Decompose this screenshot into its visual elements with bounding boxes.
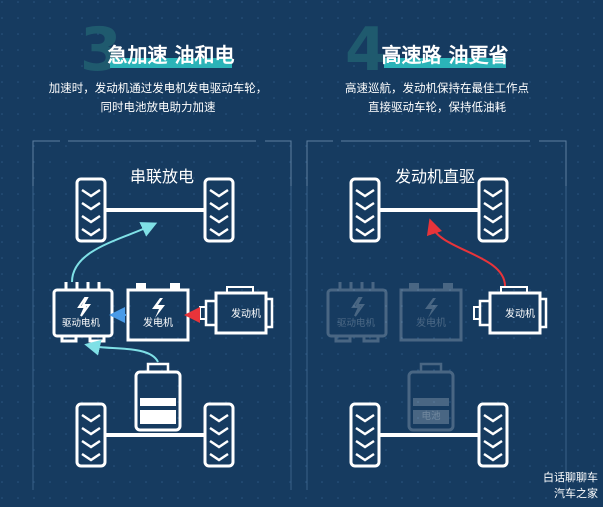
generator-label-faded: 发电机 [416, 316, 446, 329]
battery-level [140, 410, 176, 424]
tread-icon [81, 413, 101, 423]
engine-cap [266, 297, 274, 329]
battery-label: 电池 [148, 410, 168, 422]
terminal [409, 283, 419, 290]
engine-top [500, 286, 528, 294]
engine-icon [473, 286, 548, 335]
tread-icon [209, 227, 229, 237]
tread-icon [209, 413, 229, 423]
panel-frame-sides [306, 186, 567, 490]
tread-icon [81, 201, 101, 211]
battery-level [413, 410, 449, 424]
title-underline [384, 58, 506, 68]
engine-label: 发动机 [505, 307, 535, 320]
panel-frame [306, 140, 567, 186]
desc-line-2: 同时电池放电助力加速 [101, 100, 216, 114]
battery-icon [407, 362, 455, 432]
tread-icon [355, 188, 375, 198]
tread-icon [355, 201, 375, 211]
engine-label: 发动机 [231, 307, 261, 320]
section-title: 高速路 油更省 [382, 43, 509, 67]
tread-icon [209, 452, 229, 462]
wheel [203, 177, 235, 243]
tread-icon [209, 201, 229, 211]
tread-icon [81, 439, 101, 449]
section-number: 4 [345, 15, 387, 85]
wheel [477, 177, 509, 243]
flow-arrow-battery-to-motor [84, 339, 159, 363]
terminal [136, 283, 146, 290]
generator-body [399, 288, 463, 342]
wheel [477, 402, 509, 468]
tread-icon [483, 426, 503, 436]
engine-top [226, 286, 254, 294]
tread-icon [483, 227, 503, 237]
flow-arrow-motor-to-wheels [71, 222, 158, 283]
drive-motor-icon [326, 282, 388, 343]
tread-icon [483, 413, 503, 423]
wheel [75, 402, 107, 468]
drive-motor-label: 驱动电机 [62, 317, 101, 329]
wheel [75, 177, 107, 243]
tread-icon [355, 452, 375, 462]
tread-icon [355, 426, 375, 436]
tread-icon [81, 214, 101, 224]
drive-motor-label-faded: 驱动电机 [337, 317, 376, 329]
tread-icon [355, 214, 375, 224]
engine-icon [199, 286, 274, 335]
panel-frame-sides [32, 186, 292, 490]
wheel [203, 402, 235, 468]
wheel [349, 402, 381, 468]
terminal [443, 283, 453, 290]
tread-icon [483, 214, 503, 224]
tread-icon [483, 188, 503, 198]
tread-icon [483, 439, 503, 449]
wheel [349, 177, 381, 243]
tread-icon [483, 452, 503, 462]
battery-level [140, 398, 176, 406]
lightning-icon [351, 297, 365, 317]
section-title: 急加速 油和电 [108, 43, 235, 67]
flow-arrow-engine-to-wheels [426, 218, 506, 287]
battery-icon [134, 362, 182, 432]
tread-icon [81, 227, 101, 237]
section-3: 3 急加速 油和电 加速时，发动机通过发电机发电驱动车轮， 同时电池放电助力加速… [32, 15, 292, 490]
desc-line-1: 高速巡航，发动机保持在最佳工作点 [345, 81, 529, 95]
lightning-icon [152, 298, 165, 318]
tread-icon [209, 426, 229, 436]
section-number: 3 [80, 15, 122, 85]
battery-level [413, 398, 449, 406]
engine-cap [540, 297, 548, 329]
tread-icon [355, 439, 375, 449]
motor-foot [334, 336, 380, 343]
tread-icon [209, 439, 229, 449]
battery-body [134, 370, 182, 432]
desc-line-1: 加速时，发动机通过发电机发电驱动车轮， [49, 81, 268, 95]
mode-label: 串联放电 [130, 167, 194, 186]
lightning-icon [77, 297, 91, 317]
motor-body [326, 288, 388, 338]
tread-icon [81, 452, 101, 462]
tread-icon [209, 214, 229, 224]
watermark-line-2: 汽车之家 [554, 486, 598, 500]
tread-icon [355, 227, 375, 237]
section-4: 4 高速路 油更省 高速巡航，发动机保持在最佳工作点 直接驱动车轮，保持低油耗 … [306, 15, 567, 490]
terminal [170, 283, 180, 290]
panel-frame [32, 140, 292, 186]
battery-body [407, 370, 455, 432]
tread-icon [81, 426, 101, 436]
generator-icon [399, 283, 463, 342]
battery-label-faded: 电池 [421, 410, 441, 422]
tread-icon [355, 413, 375, 423]
battery-cap [419, 362, 443, 374]
title-underline [110, 58, 232, 68]
lightning-icon [425, 298, 438, 318]
desc-line-2: 直接驱动车轮，保持低油耗 [368, 100, 506, 114]
generator-label: 发电机 [143, 316, 173, 329]
tread-icon [209, 188, 229, 198]
tread-icon [483, 201, 503, 211]
tread-icon [81, 188, 101, 198]
watermark-line-1: 白话聊聊车 [543, 470, 598, 484]
mode-label: 发动机直驱 [395, 167, 475, 186]
